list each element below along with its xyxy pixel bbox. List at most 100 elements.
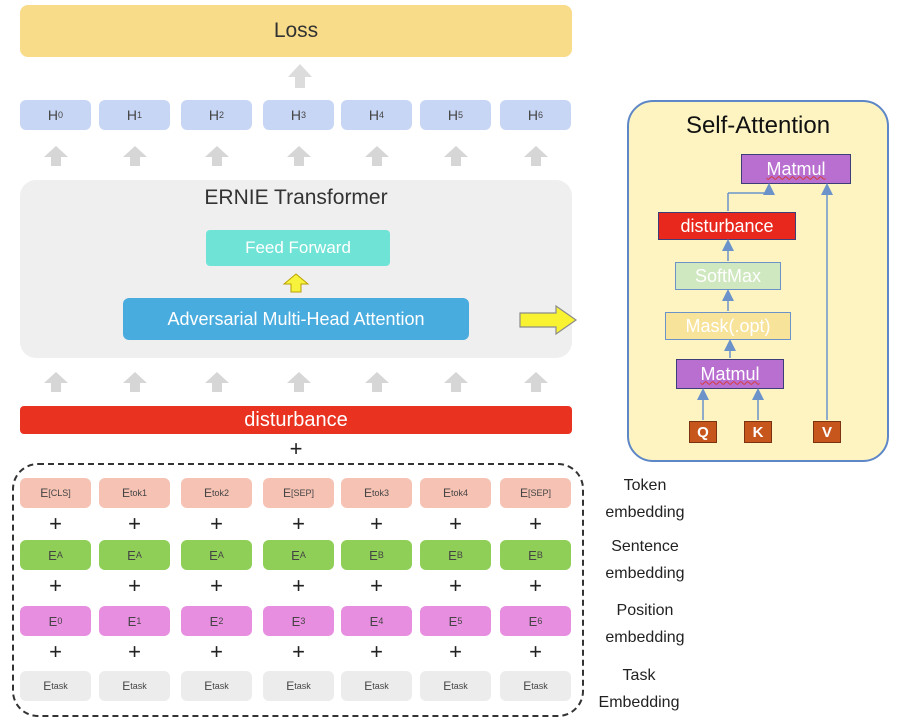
token-embedding-2-subscript: tok2 <box>212 488 230 498</box>
matmul-top-box: Matmul <box>741 154 851 184</box>
arrow-up-top-1 <box>122 146 147 166</box>
disturbance-bar: disturbance <box>20 406 572 434</box>
plus-sign: + <box>292 573 305 598</box>
token-embedding-3-base: E <box>282 486 291 500</box>
position-embedding-5-subscript: 5 <box>457 616 463 626</box>
task-embedding-6-subscript: task <box>531 681 548 691</box>
plus-sign: + <box>292 639 305 664</box>
plus-sign: + <box>128 639 141 664</box>
arrow-up-bottom-2 <box>204 372 229 392</box>
adversarial-attention-label: Adversarial Multi-Head Attention <box>167 308 425 329</box>
v-label: V <box>821 423 832 441</box>
arrow-up-top-4 <box>364 146 389 166</box>
arrow-up-top-2 <box>204 146 229 166</box>
task-embedding-3-base: E <box>286 679 295 693</box>
label-line: embedding <box>605 629 685 646</box>
arrow-up-top-0 <box>43 146 68 166</box>
task-embedding-4-subscript: task <box>372 681 389 691</box>
task-embedding-6-base: E <box>523 679 532 693</box>
sentence-embedding-0-subscript: A <box>56 550 63 560</box>
v-input: V <box>813 421 841 443</box>
softmax-label: SoftMax <box>694 265 762 286</box>
sentence-embedding-1-subscript: A <box>135 550 142 560</box>
position-embedding-0-base: E <box>48 613 58 629</box>
arrow-up-bottom-6 <box>523 372 548 392</box>
task-embedding-0-subscript: task <box>51 681 68 691</box>
hidden-state-6-base: H <box>527 107 539 123</box>
token-embedding-0-base: E <box>40 486 49 500</box>
plus-sign: + <box>370 573 383 598</box>
task-embedding-4-base: E <box>364 679 373 693</box>
sentence-embedding-3-base: E <box>291 547 300 563</box>
feed-forward-box: Feed Forward <box>206 230 390 266</box>
plus-sign: + <box>49 639 62 664</box>
sentence-embedding-1-base: E <box>127 547 136 563</box>
k-input: K <box>744 421 772 443</box>
token-embedding-3: E[SEP] <box>263 478 334 508</box>
hidden-state-3-subscript: 3 <box>301 110 307 120</box>
arrow-to-loss <box>288 64 312 88</box>
sentence-embedding-0-base: E <box>48 547 57 563</box>
position-embedding-5-base: E <box>448 613 458 629</box>
sentence-embedding-3-subscript: A <box>299 550 306 560</box>
task-embedding-2-base: E <box>204 679 213 693</box>
sa-disturbance-box: disturbance <box>658 212 796 240</box>
arrow-attention-to-feed-forward <box>282 273 310 293</box>
sentence-embedding-5-subscript: B <box>456 550 463 560</box>
label-line: Position <box>616 602 674 619</box>
arrow-up-bottom-3 <box>286 372 311 392</box>
position-embedding-3-base: E <box>291 613 301 629</box>
hidden-state-5-base: H <box>447 107 459 123</box>
self-attention-panel: Self-Attention Matmul disturbance SoftMa… <box>627 100 889 462</box>
sentence-embedding-label: Sentence embedding <box>590 533 700 587</box>
plus-sign: + <box>128 511 141 536</box>
task-embedding-5-base: E <box>443 679 452 693</box>
arrow-up-bottom-5 <box>443 372 468 392</box>
hidden-state-6-subscript: 6 <box>538 110 544 120</box>
q-input: Q <box>689 421 717 443</box>
hidden-state-2-base: H <box>208 107 220 123</box>
token-embedding-5-base: E <box>442 486 451 500</box>
plus-sign: + <box>370 639 383 664</box>
token-embedding-6-subscript: [SEP] <box>528 488 552 498</box>
sa-disturbance-label: disturbance <box>680 215 774 236</box>
matmul-top-label: Matmul <box>766 158 826 179</box>
hidden-state-1-subscript: 1 <box>137 110 143 120</box>
position-embedding-1-base: E <box>127 613 137 629</box>
token-embedding-0-subscript: [CLS] <box>48 488 71 498</box>
position-embedding-4-subscript: 4 <box>378 616 384 626</box>
token-embedding-2-base: E <box>203 486 212 500</box>
position-embedding-2-base: E <box>209 613 219 629</box>
token-embedding-6: E[SEP] <box>500 478 571 508</box>
sentence-embedding-4-subscript: B <box>377 550 384 560</box>
sentence-embedding-4-base: E <box>369 547 378 563</box>
loss-box: Loss <box>20 5 572 57</box>
plus-sign: + <box>210 511 223 536</box>
matmul-bottom-label: Matmul <box>700 363 760 384</box>
embedding-group <box>12 463 584 717</box>
sentence-embedding-5-base: E <box>448 547 457 563</box>
arrow-right-to-self-attention <box>519 304 578 336</box>
task-embedding-2-subscript: task <box>212 681 229 691</box>
transformer-title: ERNIE Transformer <box>204 186 388 209</box>
